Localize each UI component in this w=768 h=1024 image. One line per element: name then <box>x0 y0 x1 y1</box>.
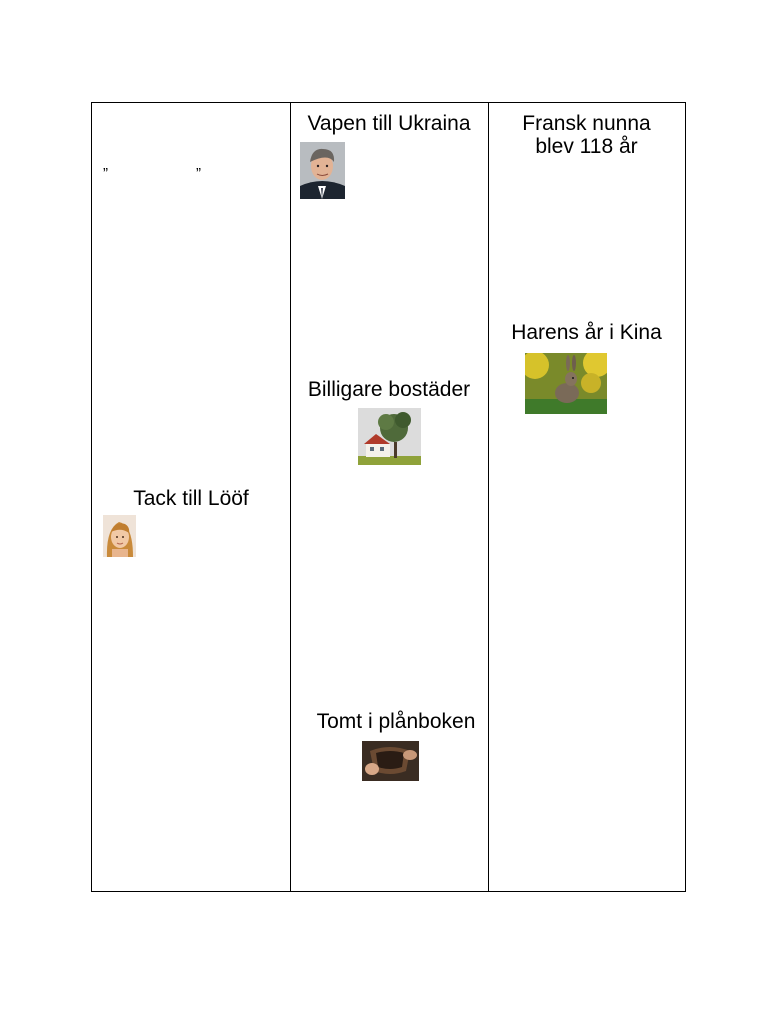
column-2: Vapen till Ukraina Billigare bostäder <box>290 103 489 891</box>
empty-wallet-photo <box>362 741 419 781</box>
portrait-photo-woman <box>103 515 136 557</box>
house-photo <box>358 408 421 465</box>
headline-fransk-nunna: Fransk nunna blev 118 år <box>488 112 685 158</box>
headline-billigare-bostader: Billigare bostäder <box>307 378 471 401</box>
headline-harens-ar-i-kina: Harens år i Kina <box>511 321 662 344</box>
hare-photo <box>525 353 607 414</box>
headline-tomt-i-planboken: Tomt i plånboken <box>316 710 476 733</box>
column-1: ” ” Tack till Lööf <box>92 103 291 891</box>
portrait-photo-man <box>300 142 345 199</box>
headline-fransk-nunna-line-2: blev 118 år <box>535 135 638 158</box>
quote-mark-open: ” <box>103 165 108 182</box>
column-3: Fransk nunna blev 118 år Harens år i Kin… <box>488 103 685 891</box>
quote-mark-close: ” <box>196 165 201 182</box>
headline-vapen-till-ukraina: Vapen till Ukraina <box>307 112 471 135</box>
headline-tack-till-loof: Tack till Lööf <box>133 487 249 510</box>
news-table: ” ” Tack till Lööf Vapen till Ukraina <box>91 102 686 892</box>
headline-fransk-nunna-line-1: Fransk nunna <box>522 112 651 135</box>
